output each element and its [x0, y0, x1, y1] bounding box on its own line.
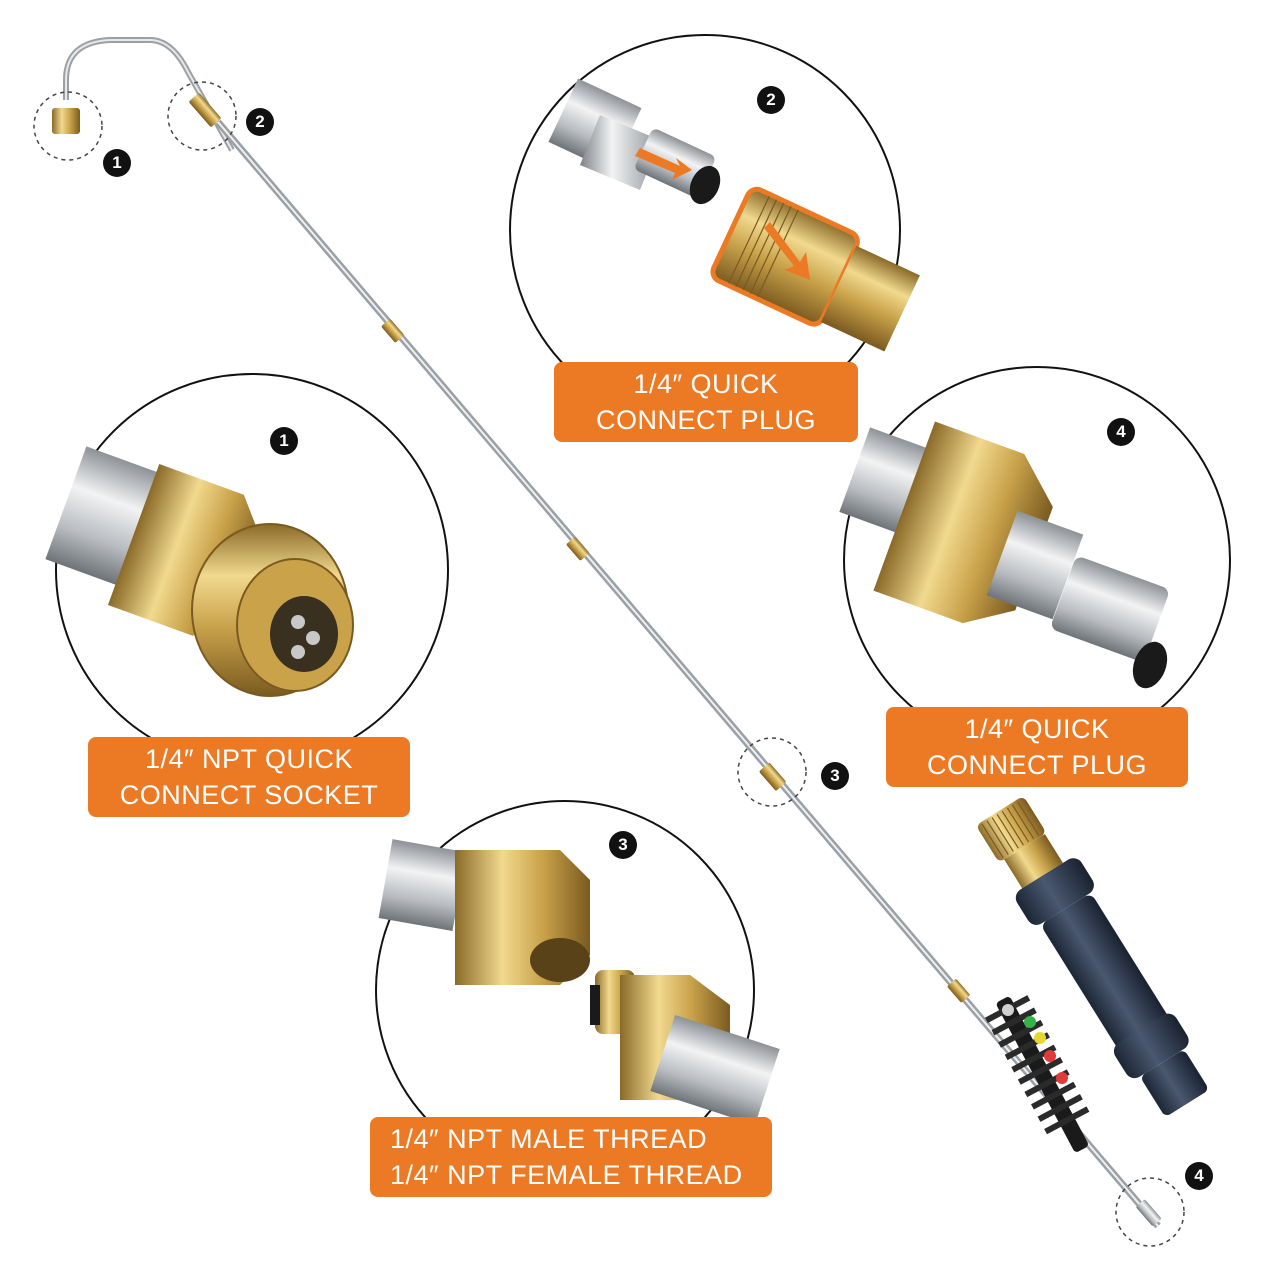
- rod-plug-fitting: [1136, 1199, 1161, 1226]
- nozzle-tip-green: [1024, 1016, 1036, 1028]
- marker-rod-4: 4: [1185, 1162, 1213, 1190]
- nozzle-holder: [985, 995, 1090, 1152]
- rod-fitting-mid-3: [947, 979, 970, 1003]
- marker-rod-1: 1: [103, 149, 131, 177]
- nozzle-tip-yellow: [1034, 1032, 1046, 1044]
- marker-detail-1: 1: [270, 427, 298, 455]
- marker-rod-2: 2: [246, 108, 274, 136]
- label-line: 1/4″ NPT MALE THREAD: [390, 1124, 708, 1154]
- rod-fitting-3: [759, 763, 786, 791]
- nozzle-tip-red-2: [1056, 1072, 1068, 1084]
- nozzle-tip-red: [1044, 1050, 1056, 1062]
- rod-fitting-2: [189, 93, 221, 127]
- marker-detail-2: 2: [757, 86, 785, 114]
- detail-circle-npt-thread: [375, 800, 780, 1180]
- arrow-icon: [635, 148, 692, 180]
- label-line: 1/4″ NPT FEMALE THREAD: [390, 1160, 743, 1190]
- callout-circle-2: [167, 81, 237, 151]
- marker-detail-4: 4: [1107, 418, 1135, 446]
- rod-socket-fitting: [52, 108, 80, 134]
- callout-circle-1: [33, 91, 103, 161]
- detail-circle-quick-plug-right: [839, 366, 1231, 754]
- arrow-icon: [764, 222, 810, 280]
- nozzle-tip-white: [1002, 1004, 1014, 1016]
- label-quick-connect-plug-right: 1/4″ QUICK CONNECT PLUG: [886, 707, 1188, 787]
- label-npt-quick-connect-socket: 1/4″ NPT QUICK CONNECT SOCKET: [88, 737, 410, 817]
- detail-circle-quick-plug-top: [509, 34, 920, 426]
- label-line: 1/4″ QUICK: [633, 369, 779, 399]
- adapter-product: [978, 797, 1208, 1116]
- rod-fitting-mid-1: [381, 319, 404, 343]
- label-line: CONNECT PLUG: [926, 750, 1148, 780]
- callout-circle-3: [737, 737, 807, 807]
- marker-detail-3: 3: [609, 831, 637, 859]
- rod-fitting-mid-2: [566, 537, 589, 561]
- label-line: CONNECT PLUG: [595, 405, 817, 435]
- detail-circle-npt-socket: [45, 373, 449, 767]
- label-line: 1/4″ NPT QUICK: [144, 744, 354, 774]
- label-npt-thread: 1/4″ NPT MALE THREAD 1/4″ NPT FEMALE THR…: [370, 1117, 772, 1197]
- label-line: CONNECT SOCKET: [119, 780, 379, 810]
- label-quick-connect-plug-top: 1/4″ QUICK CONNECT PLUG: [554, 362, 858, 442]
- label-line: 1/4″ QUICK: [964, 714, 1110, 744]
- marker-rod-3: 3: [821, 762, 849, 790]
- rod-callout-circles: [33, 81, 1185, 1247]
- callout-circle-4: [1115, 1177, 1185, 1247]
